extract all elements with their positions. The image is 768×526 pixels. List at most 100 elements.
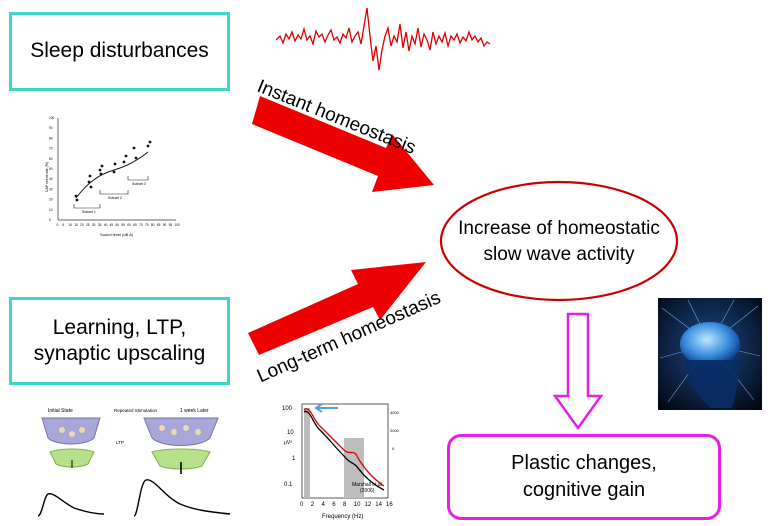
- spectrum-ytick: 10: [287, 430, 294, 436]
- synapse-label-initial: Initial State: [48, 408, 73, 414]
- magenta-down-arrow: [552, 312, 604, 431]
- epsp-trace-left: [37, 493, 105, 517]
- ellipse-label: Increase of homeostatic slow wave activi…: [458, 218, 660, 265]
- scatter-point: [146, 144, 150, 148]
- scatter-point: [88, 174, 92, 178]
- synapse-thumbnail: Initial State Repeated Stimulation 1 wee…: [37, 408, 231, 517]
- scatter-subset-2: Subset 2: [108, 196, 122, 200]
- brain-shape: [680, 322, 740, 366]
- spectrum-ylabel: μV²: [284, 440, 292, 446]
- scatter-x-tick: 10: [68, 223, 72, 227]
- scatter-point: [148, 140, 152, 144]
- scatter-y-tick: 0: [49, 218, 51, 222]
- scatter-x-tick: 90: [163, 223, 167, 227]
- scatter-point: [100, 164, 104, 168]
- presynaptic-terminal-left: [41, 417, 101, 445]
- instant-homeostasis-arrow: [252, 96, 434, 192]
- scatter-y-tick: 60: [49, 157, 53, 161]
- scatter-point: [87, 180, 91, 184]
- spectrum-citation-line1: Marshall et al: [352, 482, 382, 488]
- spectrum-xlabel: Frequency (Hz): [322, 514, 363, 520]
- scatter-point: [134, 156, 138, 160]
- scatter-x-tick: 95: [169, 223, 173, 227]
- scatter-point: [98, 168, 102, 172]
- scatter-x-tick: 20: [80, 223, 84, 227]
- vesicle: [171, 429, 177, 435]
- vesicle: [69, 431, 75, 437]
- presynaptic-terminal-right: [143, 417, 219, 446]
- left-arrow-icon: [314, 403, 338, 413]
- scatter-x-tick: 100: [175, 223, 181, 227]
- scatter-x-tick: 55: [121, 223, 125, 227]
- power-spectrum-thumbnail: 100 10 1 0.1 μV² Marshall et al (2006) 4…: [282, 403, 400, 520]
- head-silhouette: [684, 360, 739, 408]
- scatter-y-tick: 80: [49, 136, 53, 140]
- scatter-point: [75, 198, 79, 202]
- so-band-highlight: [304, 408, 310, 498]
- scatter-x-tick: 15: [74, 223, 78, 227]
- scatter-point: [124, 154, 128, 158]
- scatter-point: [113, 162, 117, 166]
- spectrum-x-tick: 6: [332, 502, 336, 508]
- scatter-x-tick: 85: [157, 223, 161, 227]
- spectrum-right-tick: 2000: [390, 428, 400, 433]
- postsynaptic-left: [49, 448, 95, 468]
- scatter-point: [74, 194, 78, 198]
- synapse-ltp-label: LTP: [116, 440, 124, 445]
- brain-network-image: [658, 298, 762, 410]
- scatter-x-tick: 75: [145, 223, 149, 227]
- spectrum-ytick: 0.1: [284, 482, 293, 488]
- spectrum-right-tick: 0: [392, 446, 395, 451]
- scatter-point: [112, 170, 116, 174]
- vesicle: [159, 425, 165, 431]
- plastic-changes-label: Plastic changes, cognitive gain: [511, 452, 657, 501]
- vesicle: [59, 427, 65, 433]
- spectrum-x-tick: 0: [300, 502, 304, 508]
- scatter-y-tick: 40: [49, 177, 53, 181]
- scatter-points: [74, 140, 152, 202]
- scatter-x-tick: 35: [98, 223, 102, 227]
- scatter-x-tick: 70: [139, 223, 143, 227]
- scatter-y-tick: 70: [49, 147, 53, 151]
- spectrum-ytick: 1: [292, 456, 296, 462]
- plastic-changes-box: Plastic changes, cognitive gain: [447, 434, 721, 520]
- scatter-subset-bracket-2: [99, 190, 129, 195]
- scatter-x-tick: 60: [127, 223, 131, 227]
- scatter-point: [89, 185, 93, 189]
- scatter-x-tick: 80: [151, 223, 155, 227]
- scatter-subset-3: Subset 3: [132, 182, 146, 186]
- scatter-point: [132, 146, 136, 150]
- scatter-y-tick: 20: [49, 198, 53, 202]
- longterm-homeostasis-arrow: [248, 262, 426, 355]
- eeg-trace: [276, 7, 491, 71]
- vesicle: [183, 425, 189, 431]
- spectrum-right-tick: 4000: [390, 410, 400, 415]
- spectrum-x-tick: 10: [354, 502, 361, 508]
- scatter-x-tick: 40: [104, 223, 108, 227]
- vesicle: [79, 427, 85, 433]
- spectrum-ytick: 100: [282, 406, 293, 412]
- learning-box: Learning, LTP, synaptic upscaling: [9, 297, 230, 385]
- learning-label: Learning, LTP, synaptic upscaling: [33, 315, 206, 365]
- scatter-ylabel: CAP event rate (%): [45, 162, 49, 192]
- spectrum-citation-line2: (2006): [360, 488, 375, 494]
- sleep-disturbances-label: Sleep disturbances: [30, 39, 209, 63]
- scatter-x-tick: 45: [110, 223, 114, 227]
- spectrum-x-tick: 16: [386, 502, 393, 508]
- spectrum-black-curve: [303, 410, 385, 491]
- spectrum-x-tick: 14: [375, 502, 382, 508]
- scatter-point: [122, 160, 126, 164]
- spectrum-x-tick: 4: [322, 502, 326, 508]
- scatter-subset-bracket-1: [73, 204, 101, 209]
- epsp-trace-right: [133, 479, 231, 517]
- slow-wave-ellipse: [439, 180, 679, 302]
- scatter-fit-curve: [75, 151, 149, 199]
- scatter-x-tick: 25: [86, 223, 90, 227]
- sleep-disturbances-box: Sleep disturbances: [9, 12, 230, 91]
- scatter-xlabel: Sound level (dB A): [100, 232, 134, 237]
- scatter-subset-bracket-3: [127, 176, 149, 181]
- scatter-y-tick: 50: [49, 167, 53, 171]
